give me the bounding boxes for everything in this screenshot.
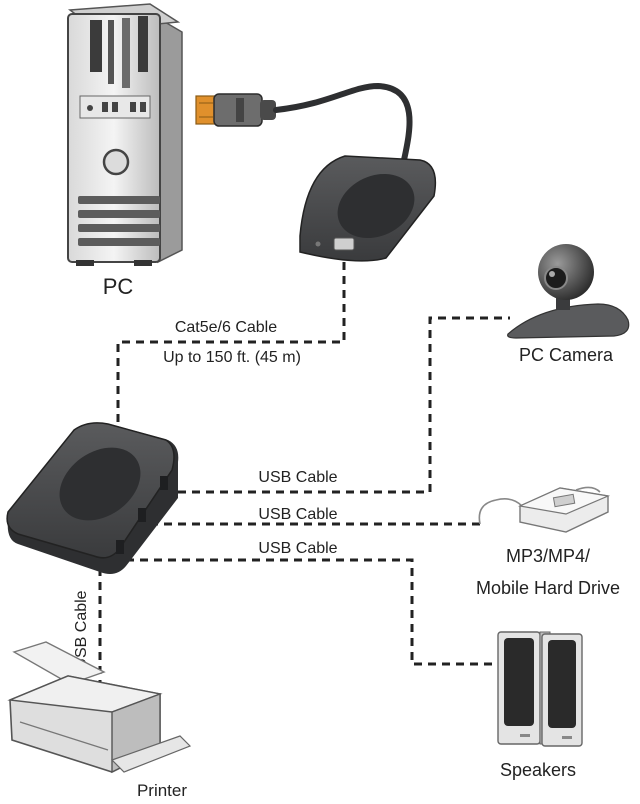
cat5-cable-label: Cat5e/6 Cable	[175, 319, 277, 336]
pc-tower-icon	[67, 3, 183, 266]
printer-label: Printer	[137, 781, 187, 800]
usb-cable-speakers-line	[126, 558, 494, 666]
usb-cable-label-1: USB Cable	[258, 469, 337, 486]
usb-cable-camera-line	[178, 316, 510, 494]
cat5-cable-line	[116, 262, 346, 436]
mp3-label-line1: MP3/MP4/	[506, 546, 590, 566]
usb-cable-printer-label: USB Cable	[73, 590, 90, 669]
receiver-hub-icon	[6, 422, 179, 574]
usb-host-cable	[273, 82, 413, 163]
printer-icon	[7, 641, 192, 774]
transmitter-unit-icon	[299, 155, 437, 262]
usb-cable-label-3: USB Cable	[258, 540, 337, 557]
speakers-label: Speakers	[500, 760, 576, 780]
usb-plug-icon	[195, 93, 276, 127]
speakers-icon	[497, 631, 583, 747]
usb-cable-label-2: USB Cable	[258, 506, 337, 523]
pc-camera-icon	[507, 244, 630, 339]
cat5-distance-label: Up to 150 ft. (45 m)	[163, 349, 301, 366]
mp3-player-icon	[478, 486, 611, 533]
pc-camera-label: PC Camera	[519, 345, 614, 365]
mp3-label-line2: Mobile Hard Drive	[476, 578, 620, 598]
pc-label: PC	[103, 274, 134, 299]
